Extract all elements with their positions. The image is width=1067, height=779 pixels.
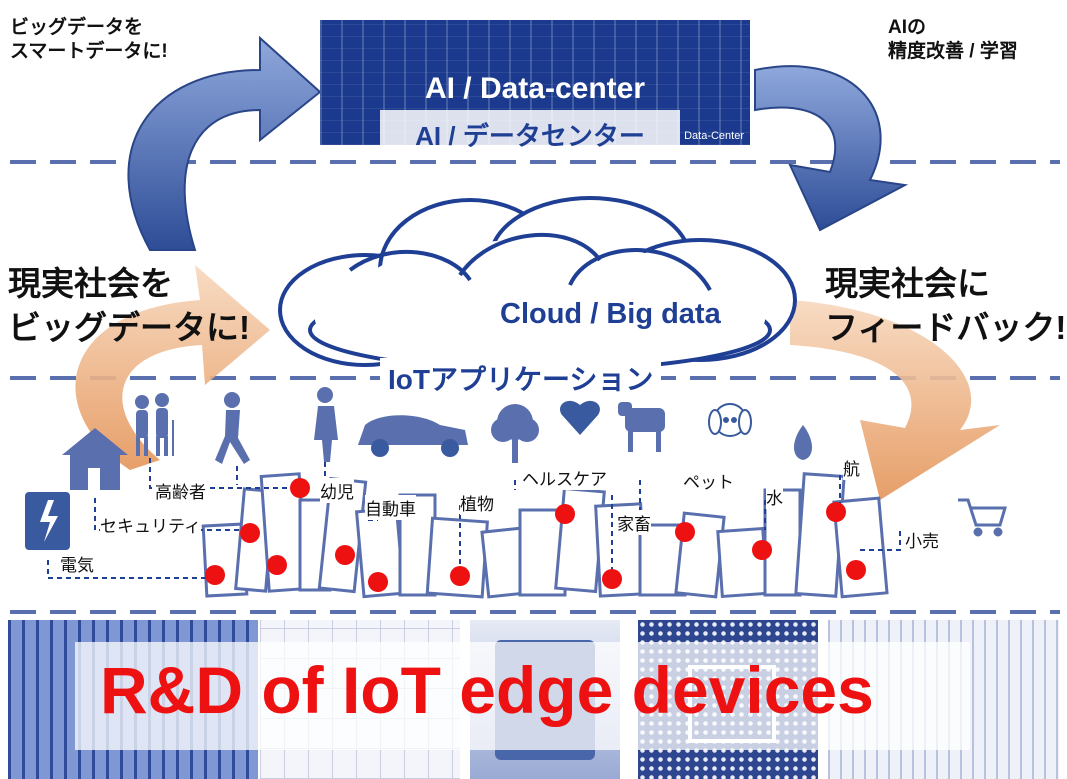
label-elderly: 高齢者 bbox=[155, 478, 206, 503]
note-line: スマートデータに! bbox=[10, 41, 168, 62]
arrow-orange-left bbox=[75, 265, 270, 470]
heart-icon bbox=[560, 400, 600, 435]
label-car: 自動車 bbox=[365, 495, 416, 520]
dog-icon bbox=[708, 403, 752, 437]
water-drop-icon bbox=[793, 425, 813, 460]
cloud-label: Cloud / Big data bbox=[500, 298, 721, 330]
title-backdrop bbox=[75, 642, 970, 750]
note-line: AIの bbox=[888, 17, 927, 38]
note-line: 精度改善 / 学習 bbox=[888, 41, 1018, 62]
label-security: セキュリティ bbox=[100, 512, 201, 537]
arrow-up-left bbox=[127, 35, 322, 251]
iot-city-scene bbox=[25, 387, 1008, 599]
ai-accuracy-note: AIの 精度改善 / 学習 bbox=[888, 16, 1018, 64]
text-line: ビッグデータに! bbox=[8, 309, 250, 346]
tree-icon bbox=[491, 404, 539, 463]
scene-icons bbox=[25, 387, 1008, 550]
electricity-icon bbox=[25, 492, 70, 550]
datacenter-subtitle: AI / データセンター bbox=[415, 121, 645, 151]
label-child: 幼児 bbox=[320, 478, 354, 503]
label-plant: 植物 bbox=[460, 490, 494, 515]
big-to-smart-note: ビッグデータを スマートデータに! bbox=[10, 16, 168, 64]
label-aviation: 航 bbox=[843, 455, 860, 480]
datacenter-image: AI / Data-center AI / データセンター Data-Cente… bbox=[320, 20, 750, 152]
text-line: 現実社会を bbox=[8, 265, 173, 302]
datacenter-subtitle-bg bbox=[380, 110, 680, 152]
cloud-icon bbox=[278, 196, 797, 372]
sensor-dots bbox=[205, 478, 866, 592]
label-pet: ペット bbox=[683, 468, 734, 493]
label-healthcare: ヘルスケア bbox=[522, 465, 607, 490]
note-line: ビッグデータを bbox=[10, 17, 144, 38]
elderly-icon bbox=[135, 393, 174, 456]
label-retail: 小売 bbox=[905, 527, 939, 552]
cow-icon bbox=[618, 402, 665, 452]
child-icon bbox=[314, 387, 338, 462]
arrow-down-right bbox=[754, 65, 909, 232]
real-to-bigdata-text: 現実社会を ビッグデータに! bbox=[8, 262, 250, 350]
cart-icon bbox=[958, 498, 1008, 537]
rd-title: R&D of IoT edge devices bbox=[100, 653, 874, 727]
arrow-orange-right bbox=[790, 300, 1000, 500]
label-water: 水 bbox=[766, 484, 783, 509]
house-icon bbox=[62, 428, 128, 490]
runner-icon bbox=[215, 392, 250, 464]
datacenter-title: AI / Data-center bbox=[424, 72, 646, 105]
car-icon bbox=[358, 415, 468, 457]
label-livestock: 家畜 bbox=[617, 510, 651, 535]
feedback-text: 現実社会に フィードバック!! bbox=[825, 262, 1067, 350]
label-electricity: 電気 bbox=[60, 551, 94, 576]
datacenter-small-label: Data-Center bbox=[684, 130, 744, 142]
iot-application-label: IoTアプリケーション bbox=[380, 358, 662, 398]
text-line: 現実社会に bbox=[825, 265, 990, 302]
text-line: フィードバック!! bbox=[825, 309, 1067, 346]
